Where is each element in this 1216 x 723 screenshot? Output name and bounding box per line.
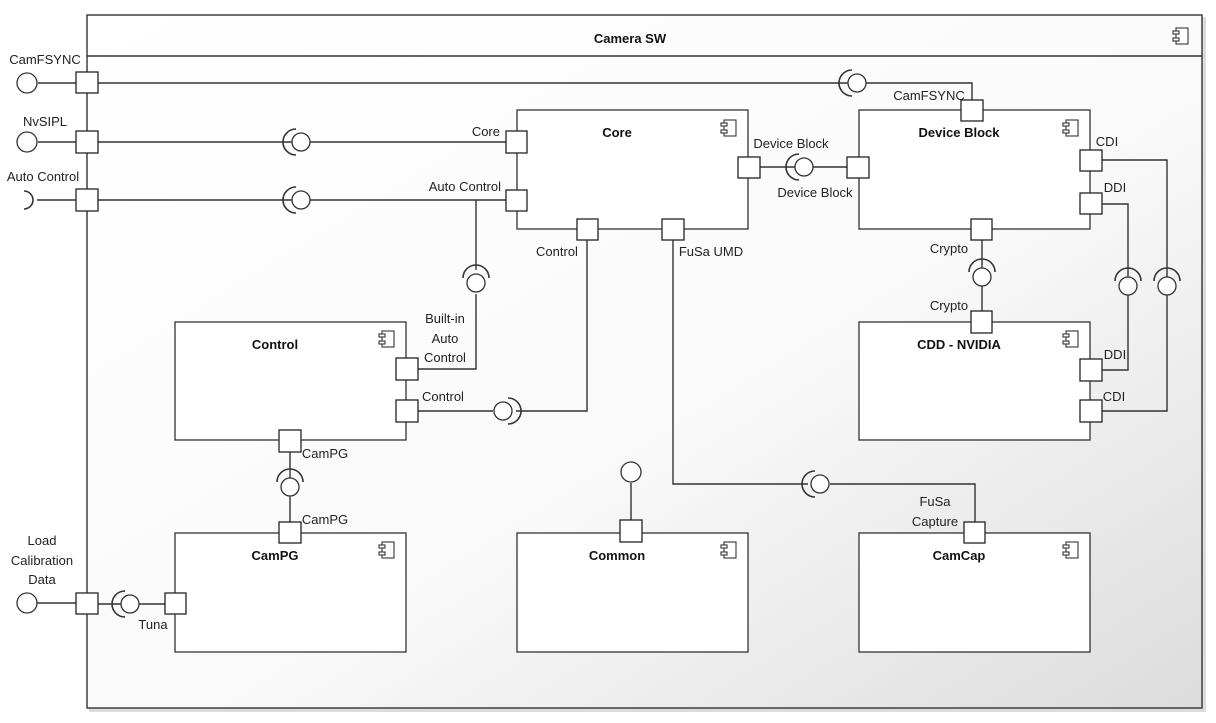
connectors — [37, 82, 1168, 605]
port-control-control[interactable] — [395, 399, 419, 423]
component-core[interactable]: Core — [516, 109, 749, 230]
assembly-control — [493, 397, 522, 425]
component-common[interactable]: Common — [516, 532, 749, 653]
label-camcap-fusa-capture-2: Capture — [912, 514, 958, 529]
label-core-device-block: Device Block — [753, 136, 829, 151]
assembly-builtin-auto-control — [462, 264, 490, 293]
assembly-ddi — [1114, 267, 1142, 296]
label-cdd-crypto: Crypto — [930, 298, 968, 313]
label-control-control: Control — [422, 389, 464, 404]
port-device-block-crypto[interactable] — [970, 218, 993, 241]
port-camfsync-external[interactable] — [75, 71, 99, 94]
port-control-campg[interactable] — [278, 429, 302, 453]
device-block-title: Device Block — [919, 125, 1001, 140]
label-core-fusa-umd: FuSa UMD — [679, 244, 743, 259]
label-control-campg: CamPG — [302, 446, 348, 461]
camfsync-provided-interface — [16, 72, 38, 94]
assembly-nvsipl — [282, 128, 311, 156]
port-cdd-cdi[interactable] — [1079, 399, 1103, 423]
load-calibration-provided-interface — [16, 592, 38, 614]
label-cdd-ddi: DDI — [1104, 347, 1126, 362]
label-core-core: Core — [472, 124, 500, 139]
label-auto-control-external: Auto Control — [7, 169, 79, 184]
label-load-calibration-3: Data — [28, 572, 56, 587]
label-load-calibration-2: Calibration — [11, 553, 73, 568]
label-device-block-ddi: DDI — [1104, 180, 1126, 195]
nvsipl-provided-interface — [16, 131, 38, 153]
assembly-campg — [276, 468, 304, 497]
camera-sw-title: Camera SW — [594, 31, 667, 46]
component-campg[interactable]: CamPG — [174, 532, 407, 653]
label-device-block-device-block: Device Block — [777, 185, 853, 200]
port-campg-tuna[interactable] — [164, 592, 187, 615]
port-device-block-ddi[interactable] — [1079, 192, 1103, 215]
assembly-fusa — [801, 470, 830, 498]
port-load-calibration-external[interactable] — [75, 592, 99, 615]
port-campg-campg[interactable] — [278, 521, 302, 544]
label-camfsync-external: CamFSYNC — [9, 52, 81, 67]
label-core-control: Control — [536, 244, 578, 259]
common-title: Common — [589, 548, 645, 563]
label-device-block-crypto: Crypto — [930, 241, 968, 256]
label-campg-campg: CamPG — [302, 512, 348, 527]
port-cdd-ddi[interactable] — [1079, 358, 1103, 382]
label-control-builtin-2: Auto — [432, 331, 459, 346]
cdd-nvidia-title: CDD - NVIDIA — [917, 337, 1001, 352]
label-campg-tuna: Tuna — [138, 617, 168, 632]
assembly-device-block — [785, 153, 814, 181]
component-control[interactable]: Control — [174, 321, 407, 441]
camcap-title: CamCap — [933, 548, 986, 563]
assembly-camfsync — [838, 69, 867, 97]
label-control-builtin-3: Control — [424, 350, 466, 365]
component-cdd-nvidia[interactable]: CDD - NVIDIA — [858, 321, 1091, 441]
common-provided-interface — [620, 461, 642, 483]
label-load-calibration-1: Load — [28, 533, 57, 548]
port-core-auto-control[interactable] — [505, 189, 528, 212]
port-device-block-device-block[interactable] — [846, 156, 870, 179]
control-title: Control — [252, 337, 298, 352]
port-core-fusa-umd[interactable] — [661, 218, 685, 241]
auto-control-required-interface — [23, 190, 34, 210]
port-core-core[interactable] — [505, 130, 528, 154]
port-nvsipl-external[interactable] — [75, 130, 99, 154]
assembly-cdi — [1153, 267, 1181, 296]
port-device-block-camfsync[interactable] — [960, 99, 984, 122]
component-camcap[interactable]: CamCap — [858, 532, 1091, 653]
label-control-builtin-1: Built-in — [425, 311, 465, 326]
label-camcap-fusa-capture-1: FuSa — [919, 494, 951, 509]
port-core-device-block[interactable] — [737, 156, 761, 179]
label-nvsipl-external: NvSIPL — [23, 114, 67, 129]
label-device-block-cdi: CDI — [1096, 134, 1118, 149]
port-device-block-cdi[interactable] — [1079, 149, 1103, 172]
port-auto-control-external[interactable] — [75, 188, 99, 212]
label-cdd-cdi: CDI — [1103, 389, 1125, 404]
port-control-builtin-auto-control[interactable] — [395, 357, 419, 381]
component-device-block[interactable]: Device Block — [858, 109, 1091, 230]
port-cdd-crypto[interactable] — [970, 310, 993, 334]
assembly-auto-control — [282, 186, 311, 214]
core-title: Core — [602, 125, 632, 140]
label-device-block-camfsync: CamFSYNC — [893, 88, 965, 103]
port-core-control[interactable] — [576, 218, 599, 241]
label-core-auto-control: Auto Control — [429, 179, 501, 194]
assembly-tuna — [111, 590, 140, 618]
port-camcap-fusa-capture[interactable] — [963, 521, 986, 544]
assembly-crypto — [968, 258, 996, 287]
campg-title: CamPG — [252, 548, 299, 563]
port-common[interactable] — [619, 519, 643, 543]
